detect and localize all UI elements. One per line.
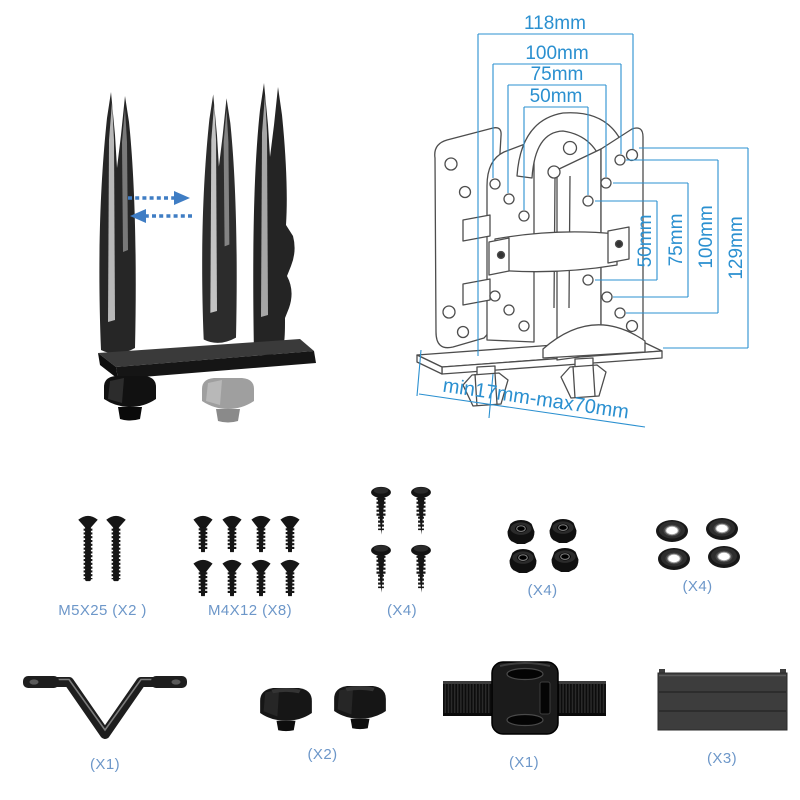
dim-height-75: 75mm	[666, 214, 687, 267]
dim-width-75: 75mm	[531, 64, 584, 85]
dim-width-50: 50mm	[530, 86, 583, 107]
part-adhesive-pad: (X3)	[652, 666, 792, 767]
part-label: (X4)	[387, 602, 417, 619]
lock-nut-icon	[506, 518, 579, 574]
dim-height-100: 100mm	[696, 205, 717, 268]
slide-base	[98, 339, 316, 379]
part-self-tapping-screw: (X4)	[352, 486, 452, 619]
part-screw-m5x25: M5X25 (X2 )	[40, 510, 165, 619]
part-label: (X3)	[707, 750, 737, 767]
part-label: (X1)	[509, 754, 539, 771]
strap-icon	[442, 661, 606, 735]
v-bracket-icon	[23, 676, 187, 739]
technical-drawing-art: 118mm 100mm 75mm 50mm 50mm 75mm 100mm 12…	[416, 13, 749, 428]
adhesive-pad-icon	[657, 669, 787, 731]
screw-m5x25-icon	[73, 510, 133, 590]
self-tapping-screw-icon	[364, 486, 440, 600]
black-knob	[104, 376, 156, 421]
dimension-depth-lines	[416, 349, 646, 428]
dim-height-50: 50mm	[635, 215, 656, 268]
part-washer: (X4)	[645, 516, 750, 595]
cpu-holder-illustration	[70, 55, 340, 435]
washer-icon	[654, 517, 741, 571]
dim-height-129: 129mm	[726, 216, 747, 279]
part-label: (X1)	[90, 756, 120, 773]
part-v-bracket: (X1)	[20, 666, 190, 773]
part-strap: (X1)	[440, 652, 608, 771]
part-label: M4X12 (X8)	[207, 602, 293, 619]
part-label: (X4)	[682, 578, 713, 595]
left-fork-bracket	[99, 92, 136, 354]
slide-right-arrow-icon	[128, 191, 190, 205]
middle-fork-bracket	[202, 94, 237, 343]
bracket-line-art	[416, 112, 663, 407]
part-label: (X2)	[307, 746, 338, 763]
slide-left-arrow-icon	[130, 209, 192, 223]
part-label: (X4)	[527, 582, 558, 599]
notched-fork-bracket	[253, 83, 295, 356]
cpu-holder-art	[98, 83, 316, 423]
part-screw-m4x12: M4X12 (X8)	[185, 512, 315, 619]
thumb-knob-icon	[259, 686, 386, 732]
part-thumb-knob: (X2)	[250, 680, 395, 763]
dimension-lines-vertical	[595, 147, 749, 349]
dim-width-100: 100mm	[525, 43, 588, 64]
part-label: M5X25 (X2 )	[58, 602, 147, 619]
bracket-holes	[442, 140, 639, 339]
technical-drawing: 118mm 100mm 75mm 50mm 50mm 75mm 100mm 12…	[405, 8, 797, 443]
dimension-lines-horizontal	[477, 33, 634, 356]
screw-m4x12-icon	[191, 512, 309, 600]
gray-knob	[202, 378, 254, 423]
part-lock-nut: (X4)	[495, 518, 590, 599]
dim-width-118: 118mm	[524, 13, 586, 34]
